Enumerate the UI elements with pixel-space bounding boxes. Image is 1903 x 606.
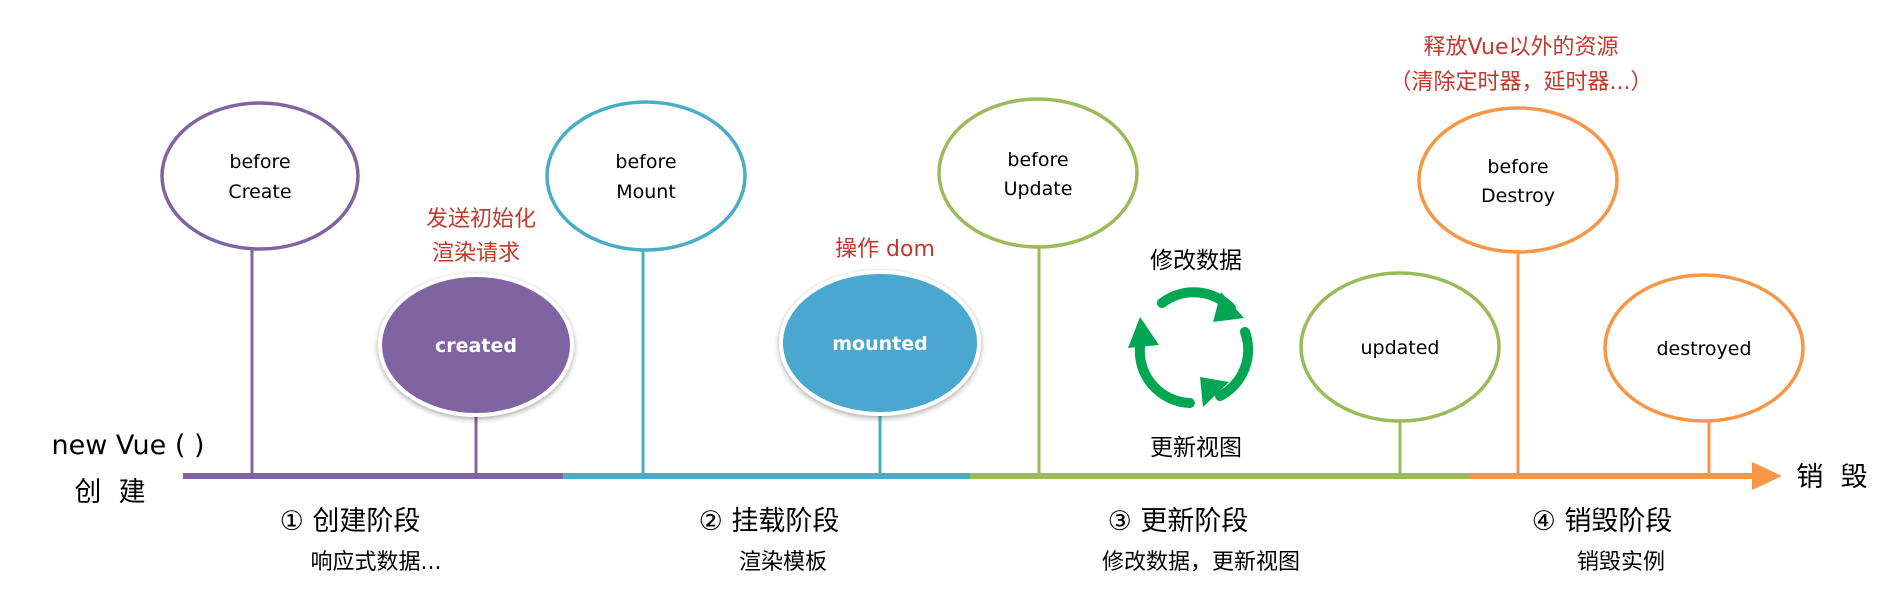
phase-destroy: ④ 销毁阶段 销毁实例 bbox=[1532, 506, 1673, 575]
hook-updated: updated bbox=[1299, 271, 1501, 423]
before-destroy-line1: before bbox=[1487, 156, 1548, 178]
destroyed-bubble bbox=[1603, 273, 1805, 423]
hook-created: created bbox=[378, 273, 574, 417]
phase-destroy-desc: 销毁实例 bbox=[1577, 550, 1665, 575]
note-created-line1: 发送初始化 bbox=[426, 207, 536, 232]
before-mount-bubble bbox=[545, 100, 747, 252]
destroyed-label: destroyed bbox=[1656, 338, 1751, 360]
cycle-top-label: 修改数据 bbox=[1150, 248, 1242, 274]
before-update-line2: Update bbox=[1004, 178, 1073, 200]
phase-update-desc: 修改数据，更新视图 bbox=[1102, 550, 1300, 575]
start-label-line2: 创 建 bbox=[74, 477, 145, 508]
phase-destroy-title: ④ 销毁阶段 bbox=[1532, 506, 1673, 537]
note-before-destroy-line2: （清除定时器，延时器...） bbox=[1390, 70, 1653, 95]
created-label: created bbox=[435, 335, 517, 357]
phase-create: ① 创建阶段 响应式数据... bbox=[280, 506, 442, 575]
before-destroy-line2: Destroy bbox=[1481, 185, 1555, 207]
hook-mounted: mounted bbox=[779, 270, 981, 416]
phase-mount: ② 挂载阶段 渲染模板 bbox=[699, 506, 840, 575]
phase-update: ③ 更新阶段 修改数据，更新视图 bbox=[1102, 506, 1300, 575]
before-create-line1: before bbox=[229, 151, 290, 173]
cycle-arrowhead-1 bbox=[1213, 292, 1244, 322]
before-mount-line2: Mount bbox=[616, 181, 676, 203]
before-create-line2: Create bbox=[228, 181, 291, 203]
updated-label: updated bbox=[1360, 337, 1439, 359]
note-before-destroy-line1: 释放Vue以外的资源 bbox=[1423, 35, 1618, 60]
before-update-line1: before bbox=[1007, 149, 1068, 171]
created-bubble-fill bbox=[382, 277, 570, 413]
updated-bubble bbox=[1299, 271, 1501, 423]
end-label: 销 毁 bbox=[1796, 462, 1867, 493]
phase-create-desc: 响应式数据... bbox=[311, 550, 442, 575]
before-destroy-bubble bbox=[1417, 106, 1619, 254]
timeline bbox=[183, 462, 1782, 490]
hook-before-create: before Create bbox=[160, 101, 360, 251]
hook-before-mount: before Mount bbox=[545, 100, 747, 252]
note-before-destroy: 释放Vue以外的资源 （清除定时器，延时器...） bbox=[1390, 35, 1653, 95]
hook-stems bbox=[250, 248, 1711, 476]
refresh-cycle-icon bbox=[1128, 287, 1254, 408]
note-created-line2: 渲染请求 bbox=[432, 241, 520, 266]
before-create-bubble bbox=[160, 101, 360, 251]
before-update-bubble bbox=[937, 97, 1139, 249]
cycle-arrowhead-3 bbox=[1128, 317, 1159, 348]
before-mount-line1: before bbox=[615, 151, 676, 173]
phase-create-title: ① 创建阶段 bbox=[280, 506, 421, 537]
start-label-line1: new Vue ( ) bbox=[52, 430, 205, 461]
cycle-bottom-label: 更新视图 bbox=[1150, 435, 1242, 461]
cycle-arrowhead-2 bbox=[1200, 377, 1229, 407]
hook-before-destroy: before Destroy bbox=[1417, 106, 1619, 254]
cycle-arrow-3 bbox=[1134, 335, 1195, 408]
phase-mount-title: ② 挂载阶段 bbox=[699, 506, 840, 537]
mounted-bubble-fill bbox=[783, 274, 977, 412]
timeline-arrowhead bbox=[1752, 462, 1782, 490]
mounted-label: mounted bbox=[832, 333, 927, 355]
hook-before-update: before Update bbox=[937, 97, 1139, 249]
phase-mount-desc: 渲染模板 bbox=[739, 550, 827, 575]
hook-destroyed: destroyed bbox=[1603, 273, 1805, 423]
note-created: 发送初始化 渲染请求 bbox=[426, 207, 536, 266]
note-mounted: 操作 dom bbox=[835, 237, 935, 262]
cycle-arrow-2 bbox=[1215, 327, 1254, 401]
phase-update-title: ③ 更新阶段 bbox=[1108, 506, 1249, 537]
